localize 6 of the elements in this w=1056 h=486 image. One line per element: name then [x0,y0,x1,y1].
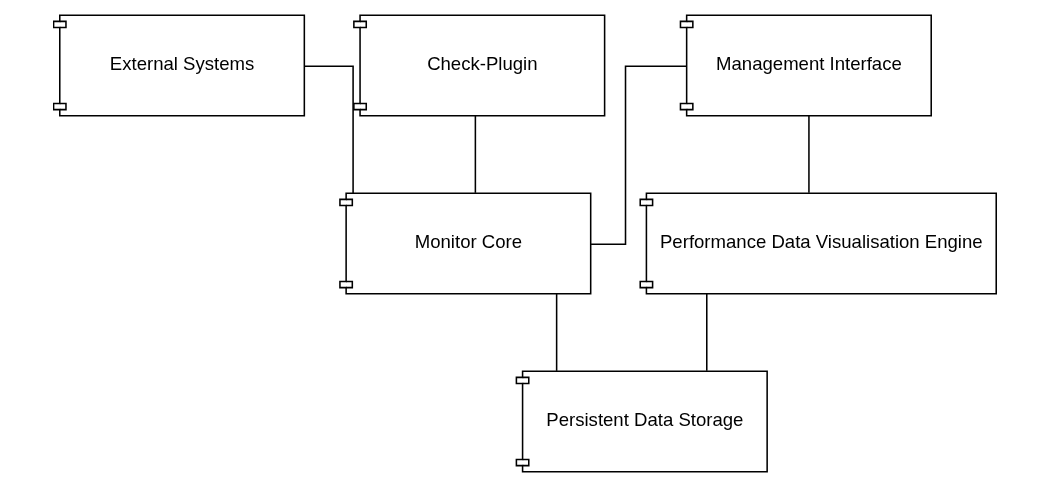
connector [303,65,354,194]
connector [555,292,558,372]
connector [808,114,810,194]
connector [474,114,477,194]
connector [590,65,688,245]
connector [706,292,708,372]
